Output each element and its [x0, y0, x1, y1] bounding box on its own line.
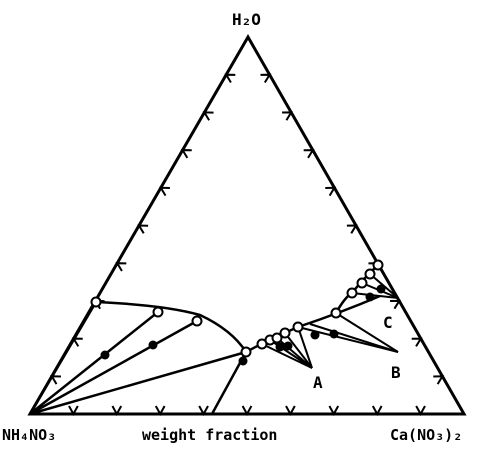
tick-mark-bottom [285, 405, 296, 417]
tick-mark-left [137, 224, 149, 234]
tie-line-3 [29, 319, 198, 416]
open-point [364, 268, 376, 280]
tick-mark-left [159, 186, 170, 197]
tick-mark-bottom [198, 405, 209, 417]
open-point [372, 259, 384, 271]
open-point [356, 277, 368, 289]
tick-mark-left [180, 149, 192, 159]
label-region-a: A [313, 373, 323, 392]
filled-point [376, 284, 386, 294]
solubility-curve-nh4no3 [95, 300, 248, 353]
tie-line-a1 [261, 343, 313, 369]
tick-mark-right [346, 224, 358, 234]
tie-line-2 [29, 311, 159, 415]
label-region-b: B [391, 363, 401, 382]
tick-mark-bottom [154, 405, 166, 417]
tick-mark-left [115, 262, 127, 272]
open-point [346, 287, 358, 299]
open-point [152, 306, 164, 318]
tick-mark-bottom [241, 405, 253, 417]
open-point [292, 321, 304, 333]
label-weight-fraction: weight fraction [142, 426, 277, 444]
filled-point [148, 340, 158, 350]
filled-point [100, 350, 110, 360]
filled-point [365, 292, 375, 302]
tick-mark-right [433, 375, 445, 385]
open-point [330, 307, 342, 319]
tick-mark-right [260, 73, 272, 84]
tie-line-a5 [297, 326, 313, 369]
tick-mark-right [282, 111, 294, 121]
tie-line-4 [29, 350, 247, 416]
tick-mark-bottom [328, 405, 340, 417]
tick-mark-right [390, 299, 402, 310]
tick-mark-right [325, 186, 337, 197]
tie-line-c1 [351, 292, 399, 299]
label-ca-nitrate: Ca(NO₃)₂ [390, 426, 462, 444]
tie-line-b3 [335, 312, 399, 353]
tie-line-a4 [284, 332, 313, 369]
open-point [279, 327, 291, 339]
label-nh4no3: NH₄NO₃ [2, 426, 56, 444]
open-point [271, 332, 283, 344]
tick-mark-right [303, 149, 315, 159]
filled-point [310, 330, 320, 340]
filled-point [238, 356, 248, 366]
tick-mark-bottom [111, 405, 123, 417]
tie-line-1 [28, 301, 98, 415]
filled-point [275, 342, 285, 352]
tie-line-a3 [276, 337, 313, 369]
tick-mark-bottom [415, 405, 426, 417]
filled-point [329, 329, 339, 339]
tick-mark-bottom [68, 405, 79, 417]
label-region-c: C [383, 313, 393, 332]
tick-mark-bottom [371, 405, 383, 417]
open-point [240, 346, 252, 358]
label-h2o: H₂O [232, 10, 261, 29]
open-point [90, 296, 102, 308]
axis-ticks [50, 73, 445, 417]
tick-mark-left [224, 73, 236, 84]
tick-mark-right [411, 337, 423, 347]
tie-line-b2 [309, 323, 399, 353]
filled-point [283, 341, 293, 351]
tick-mark-left [202, 111, 214, 121]
open-point [191, 315, 203, 327]
ternary-triangle-frame [27, 33, 467, 416]
tie-line-c4 [377, 264, 399, 299]
tick-mark-left [50, 375, 61, 385]
